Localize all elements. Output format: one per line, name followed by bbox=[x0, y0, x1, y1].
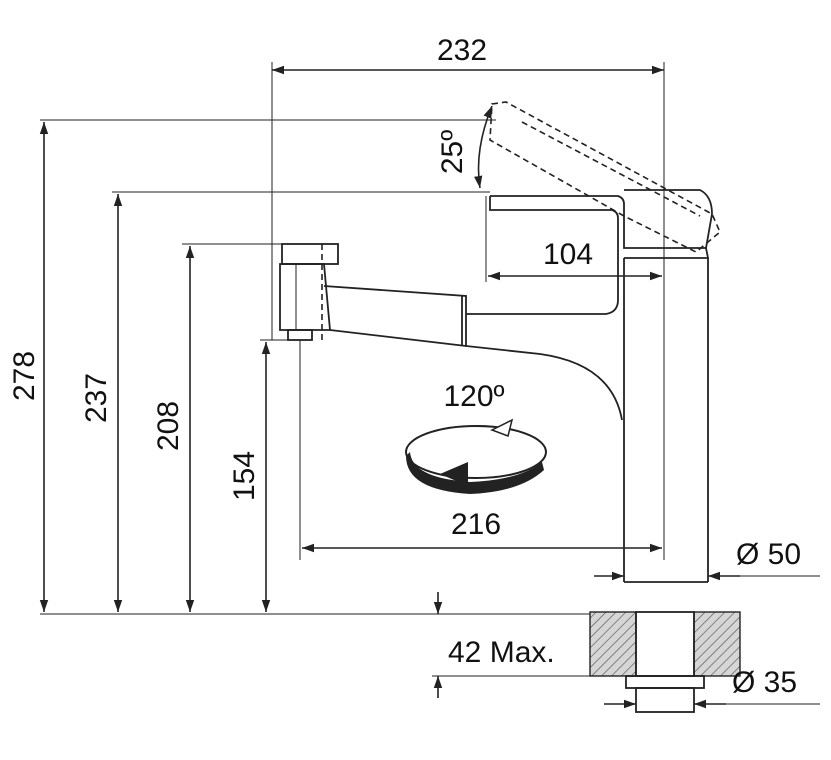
extension-lines bbox=[40, 62, 665, 677]
dim-diameter-35: Ø 35 bbox=[732, 666, 797, 699]
dimension-lines bbox=[39, 65, 820, 709]
faucet-outline bbox=[279, 189, 713, 583]
rotation-arrow-icon bbox=[405, 418, 547, 494]
dim-height-237: 237 bbox=[80, 373, 113, 423]
dim-height-208: 208 bbox=[152, 401, 185, 451]
dim-angle-25: 25º bbox=[436, 130, 469, 174]
dim-rotation-120: 120º bbox=[443, 380, 504, 413]
dim-depth-104: 104 bbox=[543, 238, 593, 271]
dim-reach-216: 216 bbox=[451, 508, 501, 541]
dim-height-278: 278 bbox=[8, 351, 41, 401]
dim-max-42: 42 Max. bbox=[448, 636, 555, 669]
handle-raised-outline bbox=[321, 101, 721, 340]
sink-deck bbox=[589, 611, 741, 713]
dim-diameter-50: Ø 50 bbox=[736, 538, 801, 571]
dim-width-232: 232 bbox=[437, 34, 487, 67]
dim-height-154: 154 bbox=[228, 451, 261, 501]
